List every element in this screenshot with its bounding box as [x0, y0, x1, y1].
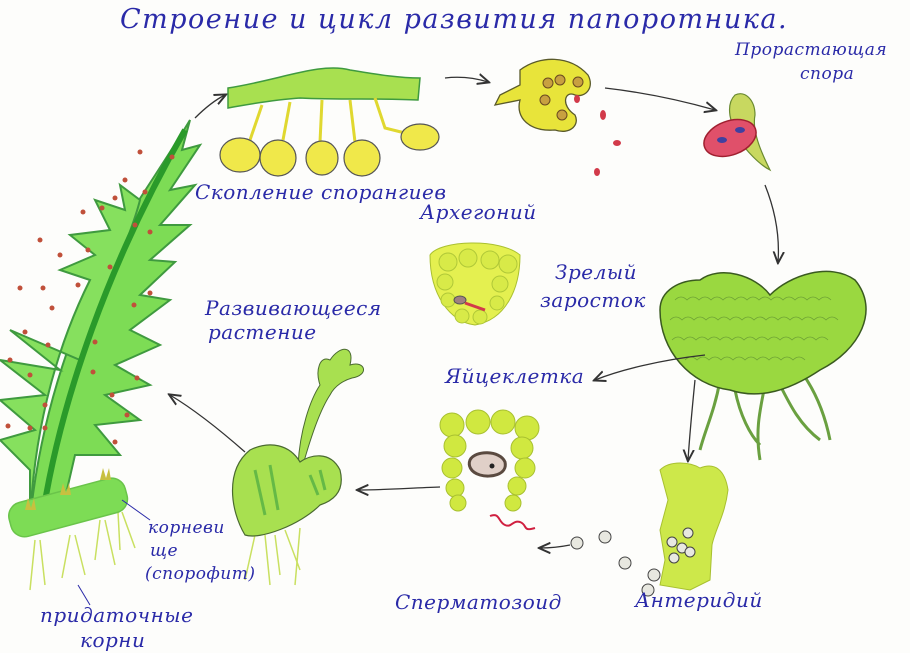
- label-spermatozoid: Сперматозоид: [395, 590, 562, 614]
- label-archegonium: Архегоний: [420, 200, 537, 224]
- label-egg-cell: Яйцеклетка: [445, 364, 585, 388]
- archegonium-drawing: [429, 242, 521, 326]
- rhizome: [8, 468, 151, 606]
- prothallus-drawing: [659, 270, 867, 461]
- antheridium-drawing: [489, 462, 729, 597]
- label-developing-plant-line2: растение: [208, 320, 317, 344]
- label-mature-prothallus-line2: заросток: [540, 288, 646, 312]
- label-rhizome-line3: (спорофит): [145, 564, 256, 584]
- egg-cell-drawing: [439, 409, 540, 512]
- lifecycle-arrows: [170, 77, 778, 548]
- germinating-spore-drawing: [703, 93, 772, 172]
- open-sporangium-drawing: [493, 58, 621, 176]
- label-germinating-spore-line1: Прорастающая: [735, 40, 888, 60]
- developing-plant-drawing: [232, 348, 364, 586]
- label-mature-prothallus-line1: Зрелый: [555, 260, 638, 284]
- label-sporangia-cluster: Скопление спорангиев: [195, 180, 447, 204]
- page-title: Строение и цикл развития папоротника.: [120, 4, 789, 35]
- label-rhizome-line1: корневи: [148, 518, 225, 538]
- label-germinating-spore-line2: спора: [800, 64, 855, 84]
- label-adventitious-roots-line2: корни: [80, 628, 146, 652]
- label-antheridium: Антеридий: [635, 588, 763, 612]
- sporangia-cluster-drawing: [219, 67, 440, 177]
- fern-frond: [0, 119, 203, 521]
- label-rhizome-line2: ще: [150, 541, 179, 561]
- label-developing-plant-line1: Развивающееся: [205, 296, 382, 320]
- label-adventitious-roots-line1: придаточные: [40, 603, 194, 627]
